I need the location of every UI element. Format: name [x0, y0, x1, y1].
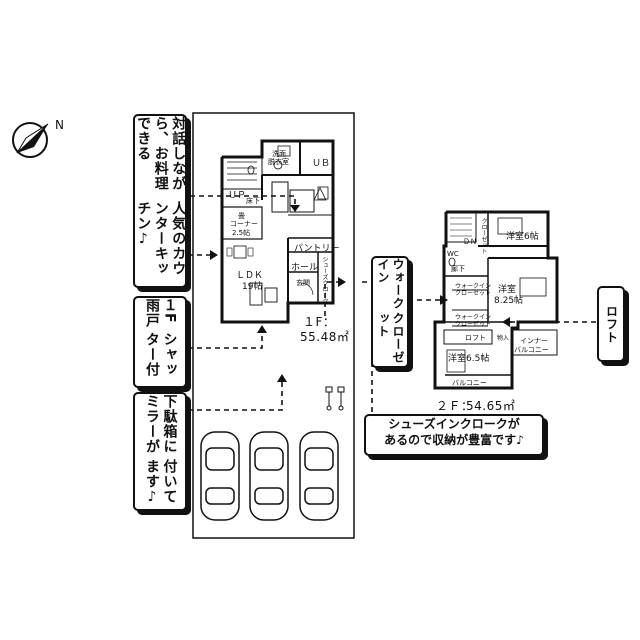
room-label-loft: ロフト — [465, 334, 486, 342]
callout-shoes-cloak: シューズインクロークが あるので収納が豊富です♪ — [364, 414, 544, 456]
floor1-plan — [220, 139, 335, 324]
callout-shutter-line2: シャッター付 — [144, 331, 178, 377]
callout-shoes-cloak-line1: シューズインクロークが — [388, 417, 520, 431]
room-label-dn: ＤＮ — [463, 238, 477, 246]
room-label-western2-size: 8.25帖 — [494, 296, 524, 306]
floor2-plan — [433, 210, 559, 390]
room-label-inner-balcony: インナー — [520, 337, 548, 345]
callout-kitchen-line2: 人気のカウンターキッチン♪ — [135, 200, 187, 276]
room-label-under-floor: 床下 — [246, 197, 260, 205]
room-label-wash: 洗面 — [272, 150, 286, 158]
room-label-wic2: ウォークイン — [455, 314, 492, 321]
room-label-wic1: ウォークイン — [455, 283, 492, 290]
room-label-wc: WC — [447, 250, 459, 258]
room-label-tatami-size: 2.5帖 — [232, 229, 251, 237]
callout-shutter-line1: １F雨戸 — [144, 298, 178, 328]
room-label-bath: ＵＢ — [312, 159, 331, 169]
room-label-tatami-corner: コーナー — [230, 220, 258, 228]
room-label-wic1b: クローゼット — [455, 290, 492, 297]
room-label-western3: 洋室6.5帖 — [448, 354, 490, 364]
callout-shoebox-line1: 下駄箱にミラーが — [144, 394, 178, 454]
room-label-entrance: 玄関 — [296, 279, 310, 287]
room-label-western1: 洋室6帖 — [506, 232, 539, 242]
room-label-inner-balcony2: バルコニー — [514, 346, 549, 354]
floor2-area-label: ２Ｆ： — [436, 399, 474, 413]
room-label-ldk-size: 19帖 — [242, 282, 263, 292]
room-label-balcony: バルコニー — [452, 379, 487, 387]
callout-shutter: １F雨戸 シャッター付 — [133, 296, 187, 388]
callout-walkin-line2: クローゼット — [376, 312, 405, 364]
room-label-closet: クローゼット — [480, 218, 487, 254]
room-label-corridor: 廊下 — [451, 265, 465, 273]
callout-loft-text: ロフト — [604, 304, 619, 344]
room-label-tatami: 畳 — [238, 212, 245, 220]
callout-shoebox-mirror: 下駄箱にミラーが 付いてます♪ — [133, 392, 187, 511]
floor1-area-value: 55.48㎡ — [300, 330, 350, 344]
callout-shoebox-line2: 付いてます♪ — [144, 459, 178, 507]
room-label-hall: ホール — [291, 263, 319, 273]
callout-loft: ロフト — [597, 286, 625, 362]
leader-arrowheads — [210, 205, 510, 382]
room-label-shoes-cloak: シューズクローク — [321, 256, 328, 304]
room-label-pantry: パントリー — [294, 244, 340, 254]
room-label-ldk: ＬＤＫ — [236, 271, 264, 281]
compass-icon — [12, 122, 49, 158]
floor2-area-value: 54.65㎡ — [466, 399, 516, 413]
callout-kitchen: 対話しながら、お料理できる 人気のカウンターキッチン♪ — [133, 114, 187, 288]
room-label-laundry: 脱衣室 — [268, 158, 289, 166]
callout-shoes-cloak-line2: あるので収納が豊富です♪ — [384, 433, 524, 448]
room-label-up: ＵＰ — [228, 191, 247, 201]
floor1-area-label: １F： — [303, 315, 336, 329]
parking-cars — [200, 431, 339, 521]
room-label-wic2b: クローゼット — [455, 321, 492, 328]
room-label-western2: 洋室 — [498, 285, 517, 295]
utility-meters — [325, 386, 345, 411]
callout-kitchen-line1: 対話しながら、お料理できる — [135, 116, 187, 191]
callout-walkin-closet: ウォークイン クローゼット — [371, 256, 409, 368]
callout-walkin-line1: ウォークイン — [376, 258, 405, 310]
room-label-storage: 物入 — [497, 335, 510, 342]
compass-north-label: N — [55, 118, 64, 132]
